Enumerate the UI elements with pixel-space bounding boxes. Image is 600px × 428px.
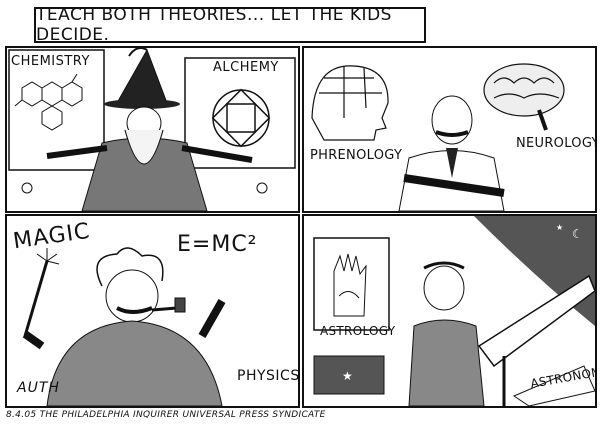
neurology-label: NEUROLOGY	[516, 136, 597, 151]
artist-signature: AUTH	[17, 380, 60, 396]
panel-chemistry-alchemy: CHEMISTRY ALCHEMY	[5, 46, 300, 213]
equation-label: E=MC²	[177, 232, 258, 257]
einstein-drawing	[22, 247, 226, 406]
alchemy-label: ALCHEMY	[213, 60, 279, 75]
panel-phrenology-neurology: PHRENOLOGY NEUROLOGY	[302, 46, 597, 213]
chemistry-label: CHEMISTRY	[11, 54, 90, 69]
astrology-label: ASTROLOGY	[320, 324, 396, 338]
scientist-drawing	[311, 63, 565, 211]
panel-magic-physics: MAGIC E=MC² PHYSICS AUTH	[5, 214, 300, 408]
cartoon-title: TEACH BOTH THEORIES... LET THE KIDS DECI…	[34, 5, 426, 45]
svg-text:★: ★	[556, 223, 563, 232]
svg-text:☾: ☾	[572, 227, 583, 241]
wizard-drawing	[8, 48, 296, 211]
astronomer-drawing: ☾ ★ ★	[313, 216, 595, 406]
svg-text:★: ★	[342, 369, 353, 383]
phrenology-label: PHRENOLOGY	[310, 148, 403, 163]
publication-credit: 8.4.05 THE PHILADELPHIA INQUIRER UNIVERS…	[6, 410, 326, 420]
panel-astrology-astronomy: ☾ ★ ★ ASTROLOGY ASTRONOMY	[302, 214, 597, 408]
physics-label: PHYSICS	[237, 368, 300, 384]
